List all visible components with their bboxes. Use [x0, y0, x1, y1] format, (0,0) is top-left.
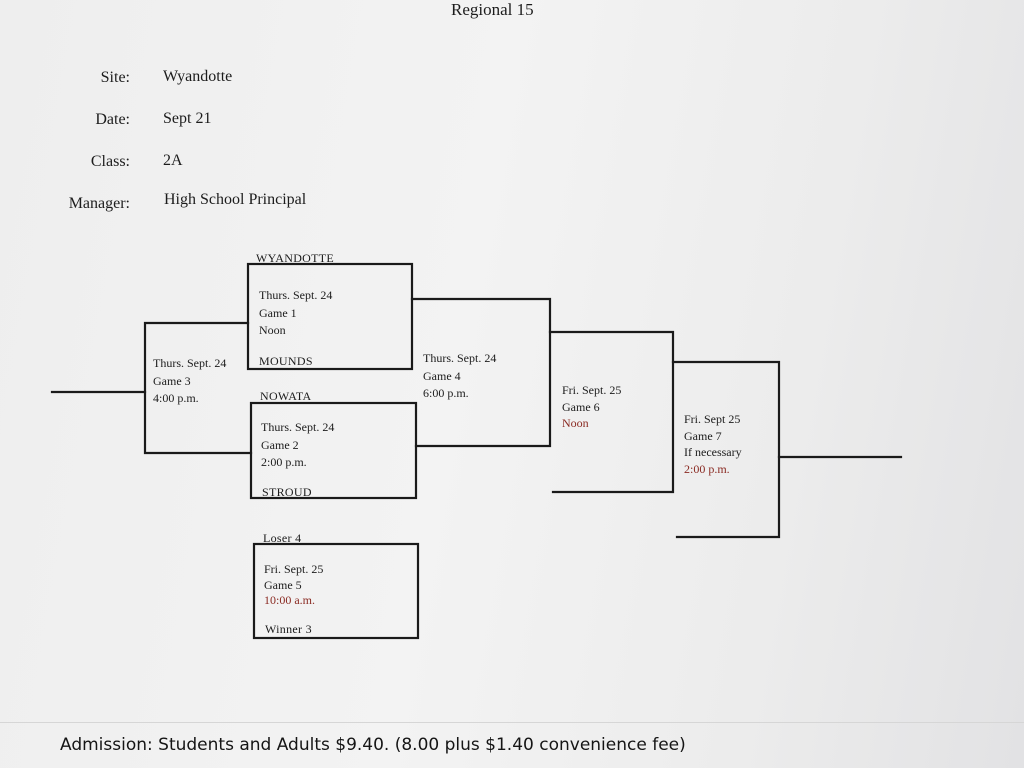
game5-box [252, 542, 420, 640]
game6-bracket [548, 330, 675, 494]
game1-team-top: WYANDOTTE [256, 251, 335, 265]
class-value: 2A [163, 152, 183, 169]
game2-details: Thurs. Sept. 24 Game 2 2:00 p.m. [261, 419, 334, 472]
game4-day: Thurs. Sept. 24 [423, 351, 497, 365]
page-divider [0, 722, 1024, 723]
game4-bracket [410, 297, 552, 448]
game7-day: Fri. Sept 25 [684, 412, 741, 426]
game5-details: Fri. Sept. 25 Game 5 10:00 a.m. [264, 562, 323, 609]
site-value: Wyandotte [163, 68, 233, 85]
game7-number: Game 7 [684, 428, 722, 443]
game6-time: Noon [562, 416, 589, 430]
game5-time: 10:00 a.m. [264, 593, 315, 607]
game7-note: If necessary [684, 445, 742, 459]
game5-team-bottom: Winner 3 [265, 622, 312, 636]
game7-details: Fri. Sept 25 Game 7 If necessary 2:00 p.… [684, 411, 742, 477]
game6-number: Game 6 [562, 399, 600, 414]
game1-details: Thurs. Sept. 24 Game 1 Noon [259, 287, 332, 340]
game3-details: Thurs. Sept. 24 Game 3 4:00 p.m. [153, 355, 226, 408]
game1-team-bottom: MOUNDS [259, 354, 313, 368]
game2-team-top: NOWATA [260, 389, 312, 403]
date-label: Date: [95, 111, 130, 128]
game2-team-bottom: STROUD [262, 485, 312, 499]
game5-day: Fri. Sept. 25 [264, 562, 324, 576]
game1-time: Noon [259, 323, 286, 337]
game2-box [249, 401, 418, 500]
class-label: Class: [90, 153, 130, 170]
game4-details: Thurs. Sept. 24 Game 4 6:00 p.m. [423, 350, 496, 403]
game7-time: 2:00 p.m. [684, 461, 730, 476]
game2-time: 2:00 p.m. [261, 455, 307, 469]
game1-box [246, 262, 414, 371]
game1-day: Thurs. Sept. 24 [259, 288, 333, 302]
game3-bracket [143, 321, 253, 455]
game7-bracket [671, 360, 781, 539]
game4-time: 6:00 p.m. [423, 386, 469, 400]
site-label: Site: [100, 69, 130, 86]
game6-day: Fri. Sept. 25 [562, 383, 622, 397]
manager-value: High School Principal [164, 191, 307, 208]
game2-day: Thurs. Sept. 24 [261, 420, 335, 434]
game3-number: Game 3 [153, 373, 191, 388]
game1-number: Game 1 [259, 305, 297, 320]
game2-number: Game 2 [261, 437, 299, 452]
game3-time: 4:00 p.m. [153, 391, 199, 405]
game6-details: Fri. Sept. 25 Game 6 Noon [562, 382, 621, 432]
game3-day: Thurs. Sept. 24 [153, 356, 227, 370]
page-title: Regional 15 [451, 0, 534, 19]
manager-label: Manager: [68, 195, 130, 212]
game5-team-top: Loser 4 [263, 531, 302, 545]
admission-text: Admission: Students and Adults $9.40. (8… [60, 735, 686, 755]
game4-number: Game 4 [423, 368, 461, 383]
date-value: Sept 21 [163, 110, 212, 127]
game5-number: Game 5 [264, 577, 302, 592]
